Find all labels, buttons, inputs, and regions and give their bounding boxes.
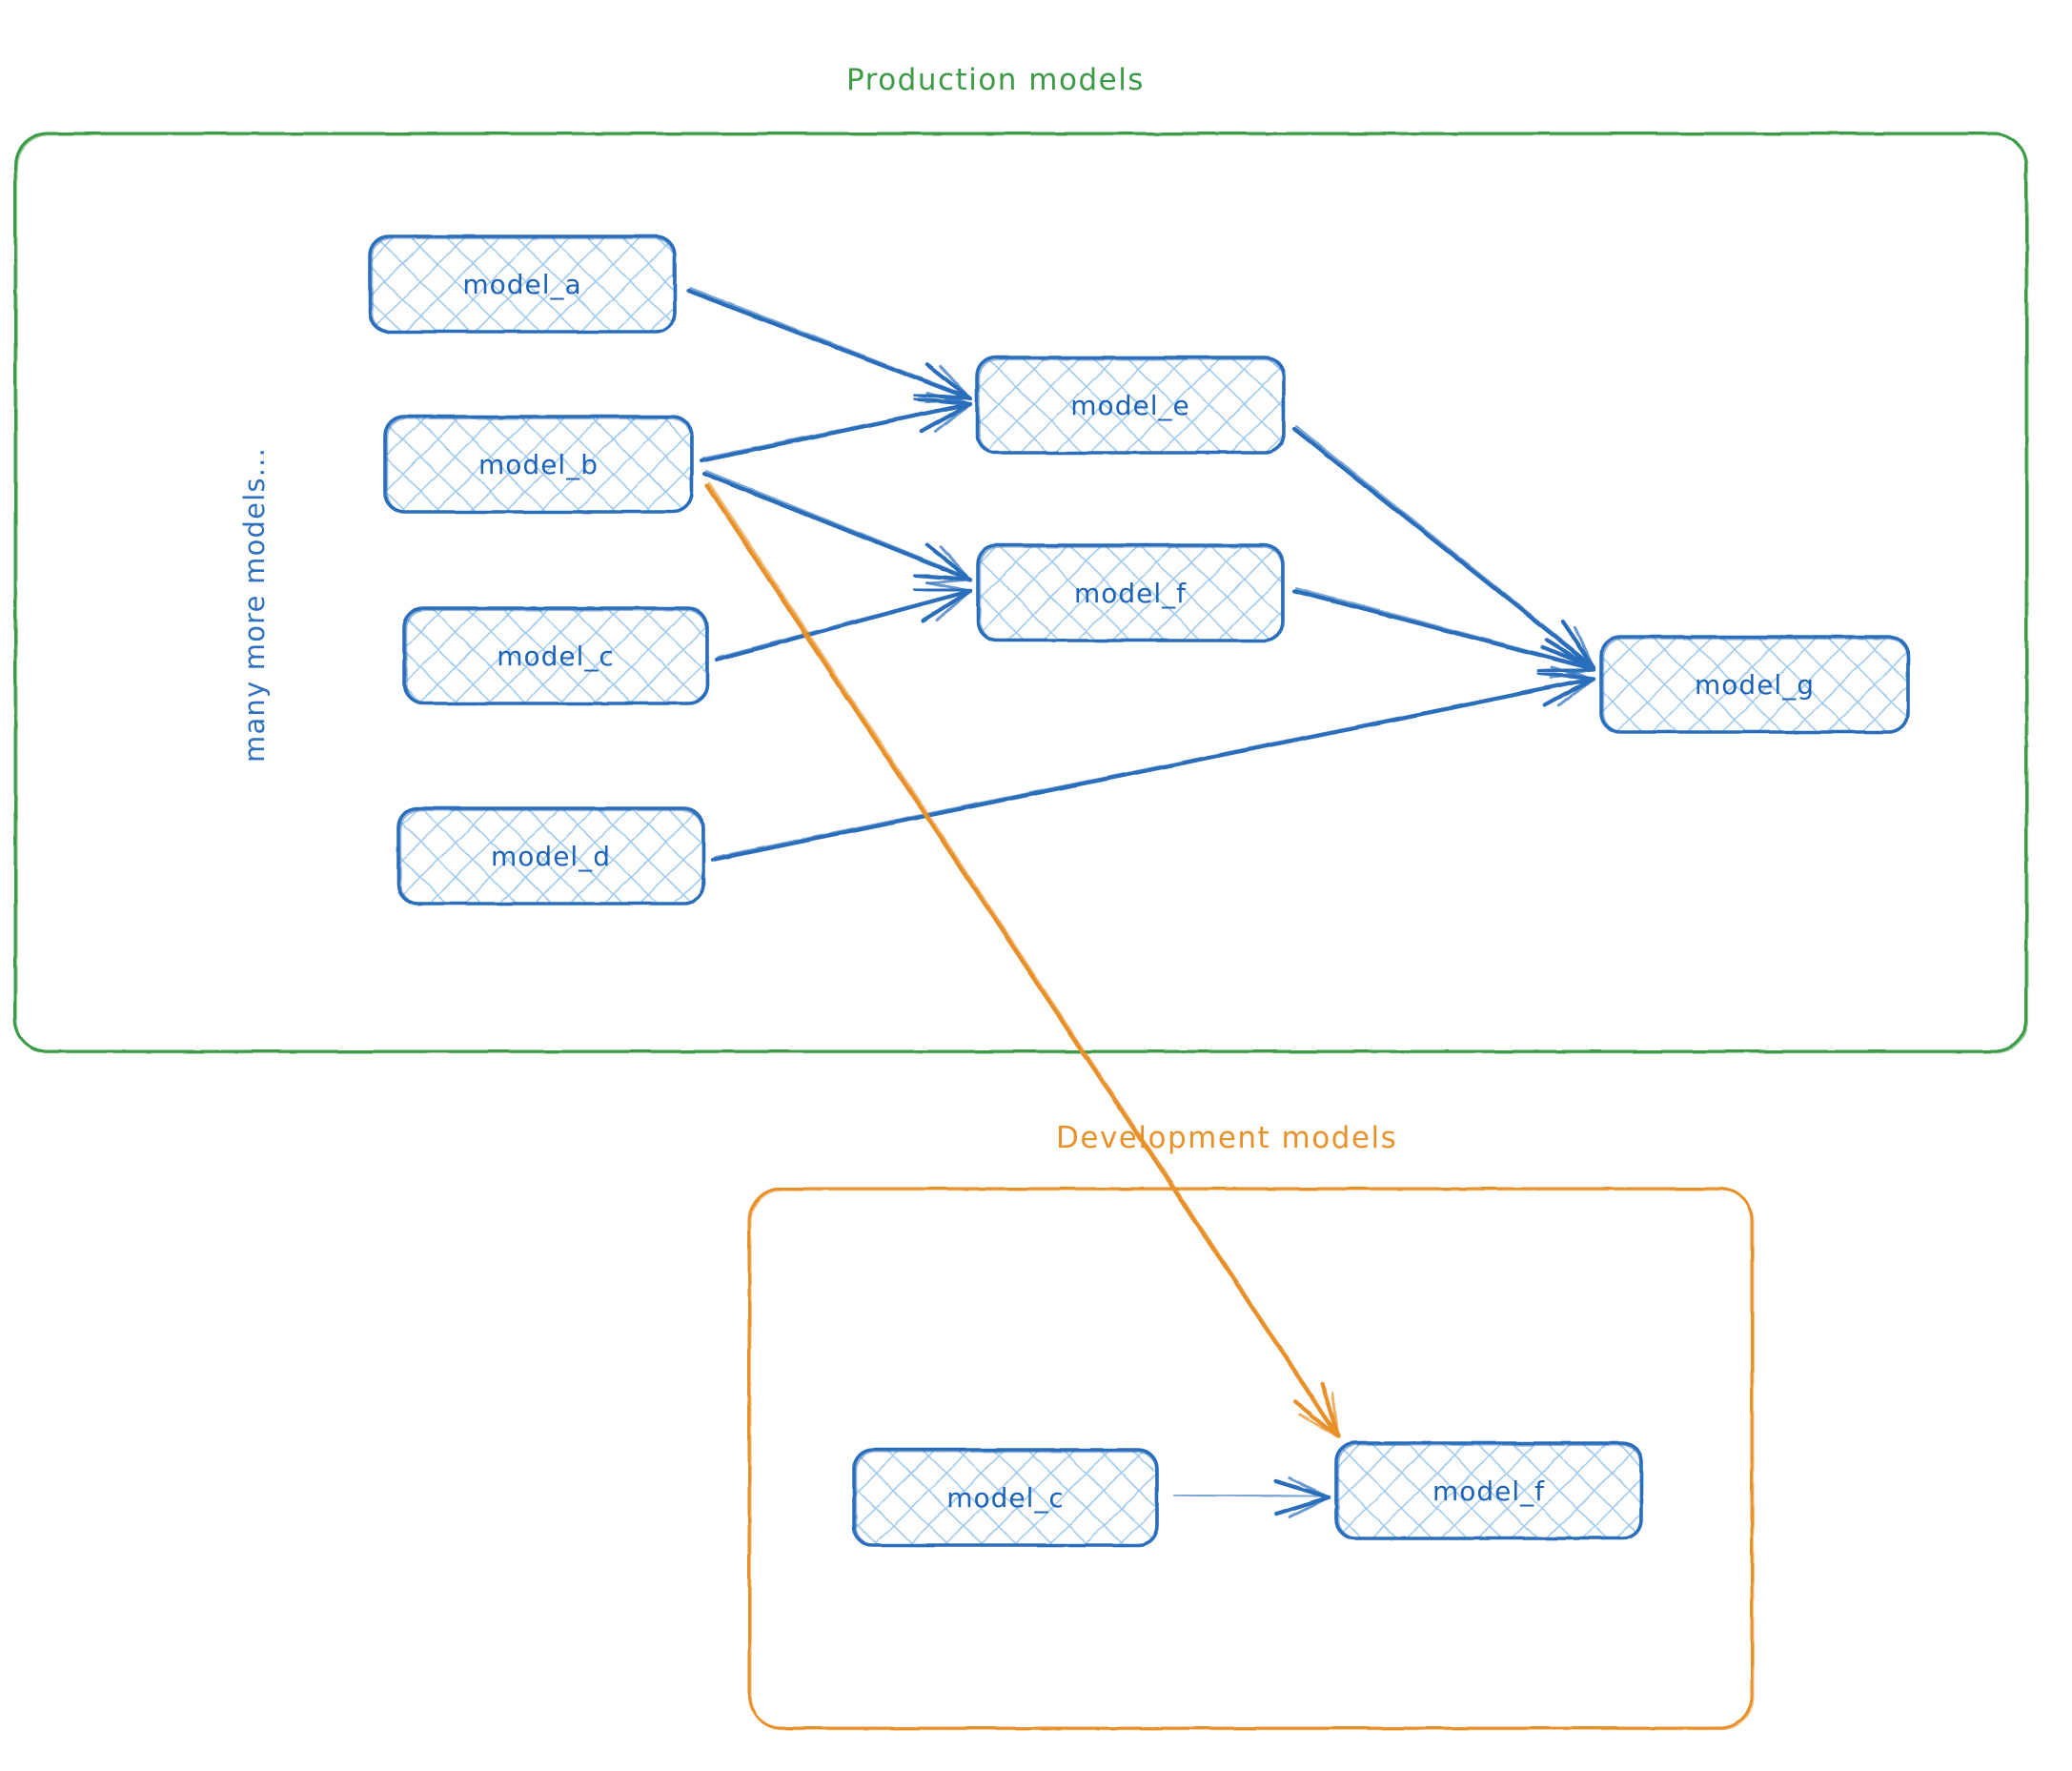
node-dev_model_c[interactable] [852, 1448, 1159, 1547]
edge-b-to-f[interactable] [701, 470, 973, 582]
group-label-production: Production models [846, 63, 1145, 97]
node-prod_model_b[interactable] [383, 415, 694, 514]
node-fill [1601, 637, 1908, 732]
edges-layer [685, 287, 1596, 1518]
node-border [855, 1450, 1158, 1547]
node-border [1602, 637, 1909, 734]
node-dev_model_f[interactable] [1334, 1441, 1643, 1540]
group-container-production [15, 133, 2029, 1054]
group-label-development: Development models [1056, 1121, 1398, 1155]
node-fill [978, 545, 1283, 641]
node-prod_model_c[interactable] [402, 606, 709, 705]
edge-f-to-g[interactable] [1291, 587, 1596, 672]
edge-e-to-g[interactable] [1291, 425, 1596, 670]
node-prod_model_d[interactable] [396, 806, 705, 906]
node-fill [1336, 1443, 1641, 1538]
group-container-production [13, 132, 2028, 1053]
node-fill [977, 357, 1284, 453]
many-more-models-note: many more models... [238, 447, 271, 763]
edge-prodb-to-devf[interactable] [704, 482, 1341, 1439]
nodes-layer [368, 234, 1910, 1547]
node-border [371, 236, 676, 334]
node-border [405, 608, 708, 705]
group-containers [13, 132, 2029, 1731]
edge-devc-to-devf[interactable] [1169, 1494, 1331, 1500]
group-container-development [747, 1187, 1754, 1730]
node-border [978, 357, 1285, 455]
edge-a-to-e[interactable] [685, 287, 973, 401]
node-border [386, 417, 693, 514]
node-fill [385, 417, 692, 512]
node-fill [398, 808, 703, 904]
node-prod_model_a[interactable] [368, 234, 677, 334]
node-border [1337, 1443, 1642, 1540]
edge-c-to-f[interactable] [714, 588, 973, 662]
group-container-development [749, 1189, 1755, 1731]
node-prod_model_g[interactable] [1599, 635, 1910, 734]
node-prod_model_e[interactable] [975, 356, 1286, 455]
node-prod_model_f[interactable] [976, 543, 1285, 642]
node-border [979, 545, 1284, 642]
node-fill [370, 236, 675, 332]
edge-d-to-g[interactable] [710, 676, 1596, 863]
node-fill [854, 1450, 1157, 1545]
node-fill [404, 608, 707, 703]
node-border [399, 808, 704, 906]
edge-b-to-e[interactable] [699, 401, 973, 463]
